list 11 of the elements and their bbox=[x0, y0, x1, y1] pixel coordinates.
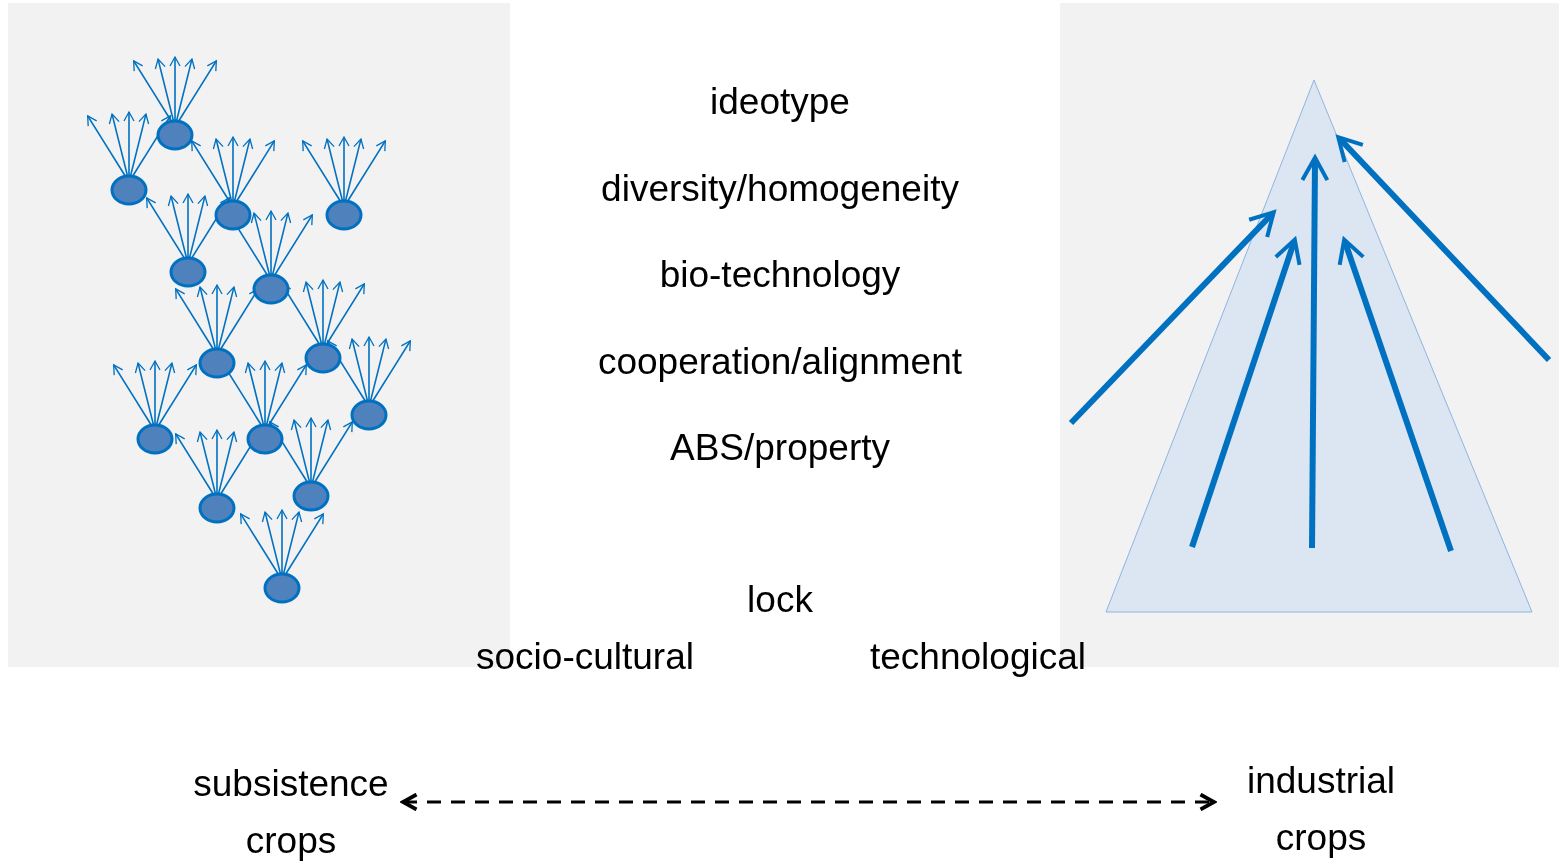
term-label: diversity/homogeneity bbox=[601, 166, 959, 211]
term-label: ABS/property bbox=[669, 425, 891, 470]
term-label: ideotype bbox=[710, 79, 850, 124]
term-label: bio-technology bbox=[659, 252, 901, 297]
double-arrow bbox=[401, 792, 1216, 812]
crop-type-label: subsistence crops bbox=[181, 755, 401, 864]
term-label: cooperation/alignment bbox=[597, 339, 963, 384]
term-label: lock bbox=[747, 577, 813, 622]
term-label: socio-cultural bbox=[476, 634, 694, 679]
crop-type-label: industrial crops bbox=[1216, 752, 1426, 864]
term-label: technological bbox=[870, 634, 1086, 679]
